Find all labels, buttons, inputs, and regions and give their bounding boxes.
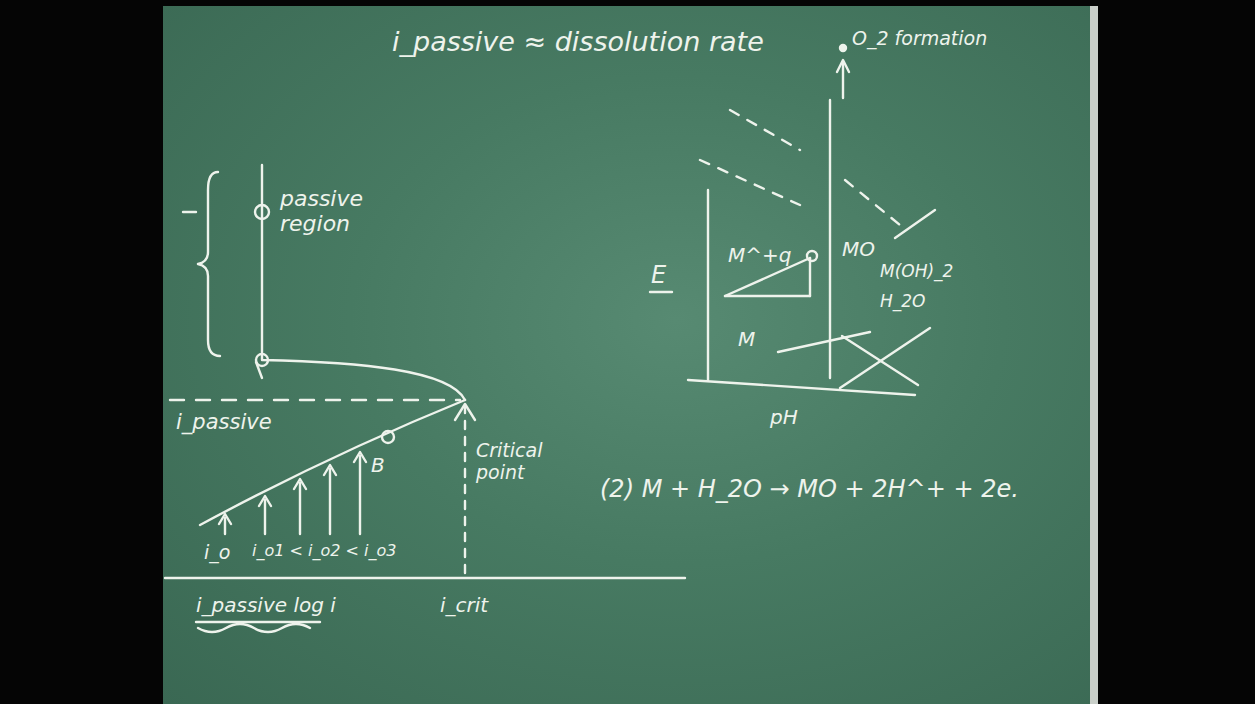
chalk-arrow: [256, 362, 262, 378]
point-label: B: [371, 454, 385, 477]
point-marker: [840, 45, 846, 51]
boundary-line: [895, 210, 935, 238]
region-label: M: [738, 328, 755, 351]
wavy-underline: [198, 624, 310, 632]
board-edge: [1090, 6, 1098, 704]
axis-label: pH: [770, 406, 798, 429]
water-lines: [700, 110, 900, 225]
passive-current-dash: [170, 399, 460, 401]
passive-brace: [198, 172, 220, 356]
point-marker: [255, 205, 269, 219]
current-label: i_o1 < i_o2 < i_o3: [252, 542, 396, 560]
critical-arrow: [455, 404, 475, 420]
current-label: i_o: [204, 542, 230, 564]
region-label: O_2 formation: [852, 28, 987, 50]
point-label: Critical point: [476, 440, 566, 484]
o2-arrow: [837, 60, 849, 72]
ph-axis: [688, 380, 915, 395]
exchange-arrows: [219, 452, 366, 534]
o2-arrow: [842, 62, 844, 98]
boundary-line: [809, 258, 811, 296]
boundary-line: [829, 100, 831, 378]
e-underline: [650, 291, 672, 293]
chalk-dash: [183, 211, 196, 213]
region-label: M(OH)_2: [880, 262, 953, 282]
critical-dash: [464, 405, 466, 576]
boundary-line: [840, 328, 930, 388]
region-label: H_2O: [880, 292, 925, 312]
region-label: M^+q: [728, 244, 791, 267]
log-i-axis: [165, 577, 685, 579]
region-label: passive region: [280, 186, 375, 237]
boundary-line: [842, 336, 918, 385]
passive-curve: [262, 165, 465, 400]
board-title: i_passive ≈ dissolution rate: [392, 26, 764, 57]
axis-label: i_passive log i: [196, 594, 336, 617]
axis-label: E: [651, 262, 666, 290]
axis-label: i_crit: [440, 594, 488, 617]
underline: [196, 621, 320, 623]
point-marker: [382, 431, 394, 443]
boundary-line: [778, 332, 870, 352]
region-label: MO: [842, 238, 875, 261]
reaction-equation: (2) M + H_2O → MO + 2H^+ + 2e.: [600, 476, 1019, 504]
axis-label: i_passive: [176, 410, 272, 434]
boundary-line: [725, 295, 810, 297]
potential-axis: [707, 190, 709, 380]
point-marker: [807, 251, 817, 261]
